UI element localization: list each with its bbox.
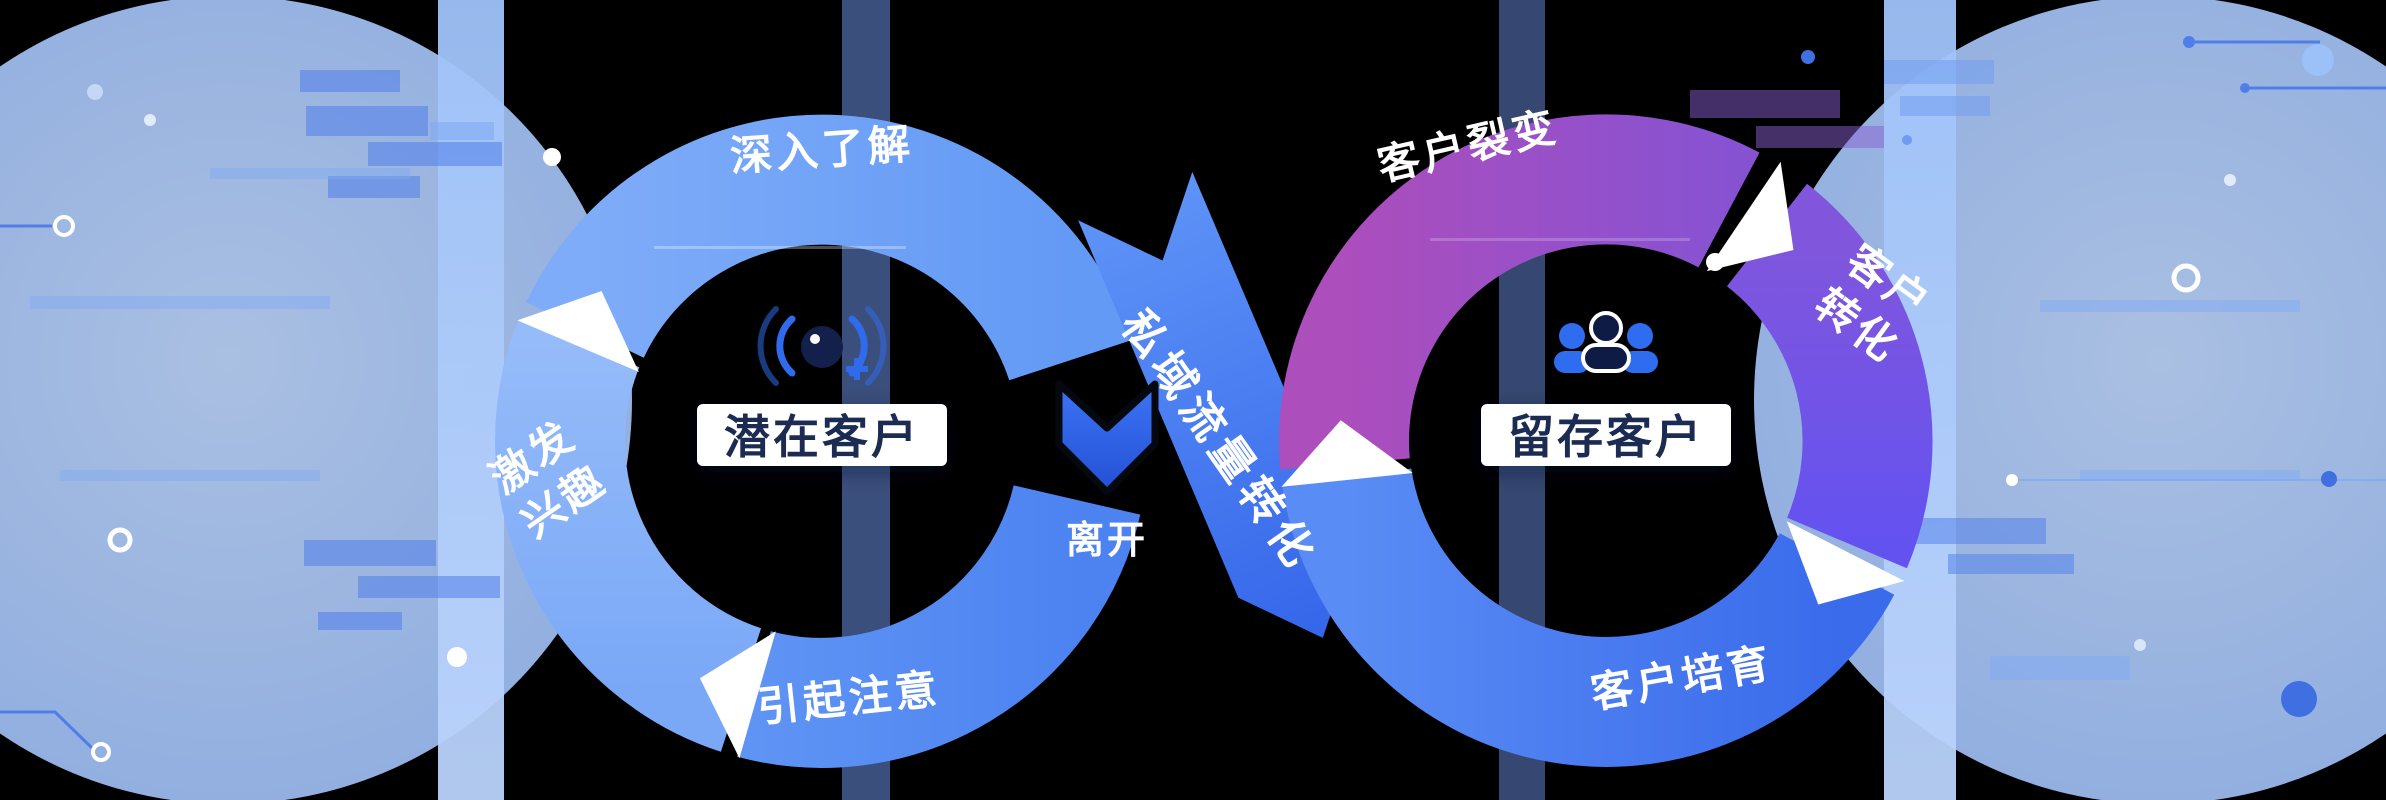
flow-arrowhead: [1786, 521, 1905, 605]
exit-label: 离开: [1066, 518, 1148, 562]
head-shape: [801, 326, 843, 368]
person-head: [1559, 323, 1585, 349]
decor-dot: [2224, 174, 2236, 186]
pixel-texture-left-mid: [304, 540, 500, 630]
right-ring-segment-nurture: [1282, 467, 1895, 767]
white-arrow: [1281, 420, 1413, 487]
pixel-block: [306, 106, 428, 136]
pixel-block: [430, 122, 494, 140]
pixel-block: [1990, 656, 2130, 680]
pixel-block: [300, 70, 400, 92]
right-ring-segment-conversion: [1725, 183, 1933, 569]
pixel-block: [304, 540, 436, 566]
decor-dot: [2281, 681, 2317, 717]
pixel-line: [60, 470, 320, 481]
white-arrow: [1706, 161, 1794, 272]
pixel-texture-right-top: [1690, 60, 1994, 148]
decor-inner-line: [654, 246, 906, 249]
label-plate: [1481, 404, 1731, 466]
pixel-block: [1690, 90, 1840, 118]
sound-wave-arc: [865, 306, 887, 386]
decor-dot: [1706, 253, 1724, 271]
flow-arrowhead: [1281, 420, 1413, 487]
exit-arrow: [1055, 380, 1159, 496]
circuit-decor-top-right: [2171, 36, 2386, 293]
right-ring: [1279, 114, 1933, 767]
right-center-label-text: 留存客户: [1508, 410, 1704, 464]
decor-dot: [2321, 471, 2337, 487]
decor-inner-line: [1430, 238, 1690, 241]
pixel-line: [2040, 300, 2300, 312]
circuit-dot: [2240, 83, 2250, 93]
pixel-block: [1884, 60, 1994, 84]
white-arrow: [517, 290, 639, 372]
pixel-block: [358, 576, 500, 598]
pixel-line: [30, 296, 330, 309]
decor-dot: [2134, 639, 2146, 651]
pixel-block: [1756, 126, 1884, 148]
decor-dot: [87, 84, 103, 100]
headset-listening-icon: [757, 306, 887, 386]
circuit-dot: [2006, 474, 2018, 486]
left-center-label-text: 潜在客户: [724, 410, 920, 464]
circuit-decor-bottom-left: [0, 84, 156, 762]
decor-ring-dot: [91, 742, 111, 762]
person-body: [1554, 351, 1590, 373]
circuit-dot: [2183, 36, 2195, 48]
pixel-texture-left-top: [300, 70, 502, 198]
white-arrow: [699, 631, 776, 759]
circuit-line: [0, 710, 94, 750]
decor-dot: [1801, 50, 1815, 64]
decor-pillar-left: [438, 0, 504, 800]
decor-dot: [543, 148, 561, 166]
sound-wave-arc: [776, 315, 796, 377]
right-center-label: 留存客户: [1481, 404, 1731, 466]
right-ring-segment-fission: [1279, 114, 1760, 470]
left-ring-segment-bottom: [737, 484, 1141, 768]
sound-wave-arc: [757, 306, 779, 386]
pixel-line: [2080, 470, 2300, 481]
person-body: [1622, 351, 1658, 373]
circuit-decor-right: [1801, 50, 2386, 717]
head-highlight: [810, 334, 820, 344]
pixel-texture-circle-left: [30, 168, 410, 481]
left-ring: [495, 114, 1141, 768]
white-arrow: [1786, 521, 1905, 605]
left-ring-segment-top: [526, 114, 1133, 382]
decor-ring-dot: [2171, 263, 2201, 293]
decor-ring-dot: [53, 215, 75, 237]
flow-arrowhead: [699, 631, 776, 759]
left-center-label: 潜在客户: [697, 404, 947, 466]
flow-arrowhead: [1706, 161, 1794, 272]
exit-arrow-shape: [1055, 380, 1159, 496]
pixel-block: [368, 142, 502, 166]
left-ring-segment-left: [495, 318, 763, 752]
decor-dot: [1902, 135, 1912, 145]
person-head: [1589, 311, 1623, 345]
pixel-block: [318, 612, 402, 630]
pixel-block: [328, 176, 420, 198]
label-plate: [697, 404, 947, 466]
person-body: [1581, 343, 1631, 373]
pixel-block: [1948, 554, 2074, 574]
decor-ring-dot: [107, 527, 133, 553]
pixel-line: [210, 168, 410, 179]
pixel-block: [1900, 96, 1990, 116]
person-head: [1627, 323, 1653, 349]
flow-banner: [1078, 171, 1353, 638]
decor-dot: [447, 647, 467, 667]
customer-group-icon: [1554, 311, 1658, 373]
flow-banner-shape: [1078, 171, 1353, 638]
decor-dot: [2302, 44, 2334, 76]
flow-arrowhead: [517, 290, 639, 372]
decor-dot: [144, 114, 156, 126]
plus-icon: [846, 358, 868, 380]
